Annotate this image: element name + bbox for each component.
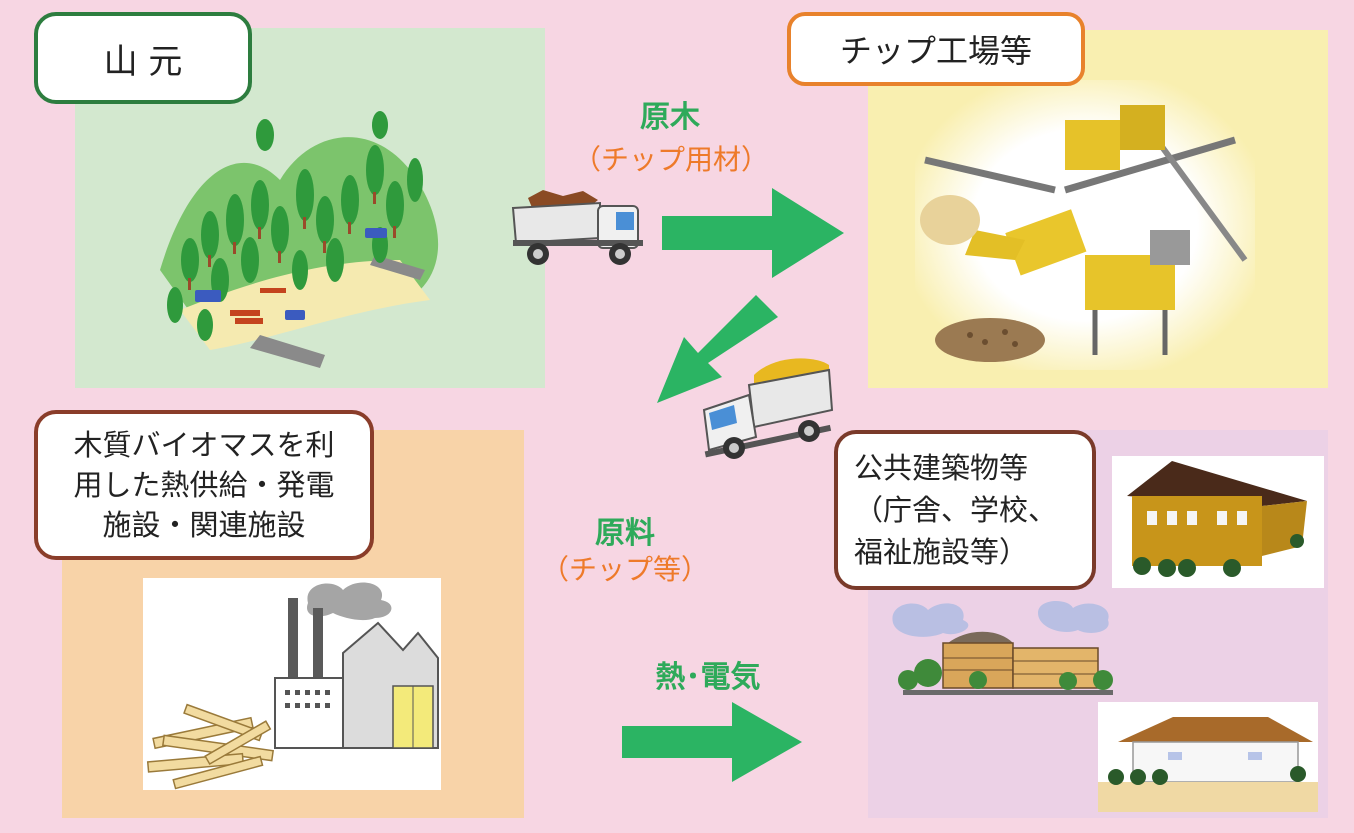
flow-raw-material-title: 原料 (595, 516, 655, 551)
chip-factory-label-text: チップ工場等 (839, 32, 1032, 70)
public-buildings-label: 公共建築物等 （庁舎、学校、 福祉施設等） (834, 430, 1096, 590)
forest-label: 山 元 (34, 12, 252, 104)
biomass-plant-illustration (143, 578, 441, 790)
school-building-illustration (1112, 456, 1324, 588)
biomass-facility-label-line-2: 用した熱供給・発電 (73, 468, 335, 502)
arrow-raw-wood (662, 188, 844, 278)
welfare-facility-illustration (1098, 702, 1318, 812)
flow-raw-material-subtitle: （チップ等） (540, 553, 709, 586)
chip-factory-label: チップ工場等 (787, 12, 1085, 86)
public-buildings-label-line-3: 福祉施設等） (854, 535, 1029, 569)
flow-heat-power-title: 熱･電気 (655, 660, 761, 695)
forest-label-text: 山 元 (103, 41, 183, 82)
government-office-illustration (892, 601, 1113, 695)
public-buildings-label-line-1: 公共建築物等 (854, 451, 1029, 485)
public-buildings-label-line-2: （庁舎、学校、 (854, 493, 1058, 527)
arrow-heat-power (622, 702, 802, 782)
flow-raw-wood-subtitle: （チップ用材） (572, 143, 769, 176)
biomass-facility-label: 木質バイオマスを利 用した熱供給・発電 施設・関連施設 (34, 410, 374, 560)
biomass-facility-label-line-3: 施設・関連施設 (102, 508, 306, 542)
forest-illustration (160, 111, 439, 368)
truck-chips-icon (702, 358, 834, 459)
biomass-facility-label-line-1: 木質バイオマスを利 (73, 428, 335, 462)
flow-raw-wood-title: 原木 (640, 100, 700, 135)
chip-factory-illustration (915, 80, 1255, 370)
truck-raw-wood-icon (511, 190, 643, 265)
arrow-raw-material (657, 295, 778, 403)
